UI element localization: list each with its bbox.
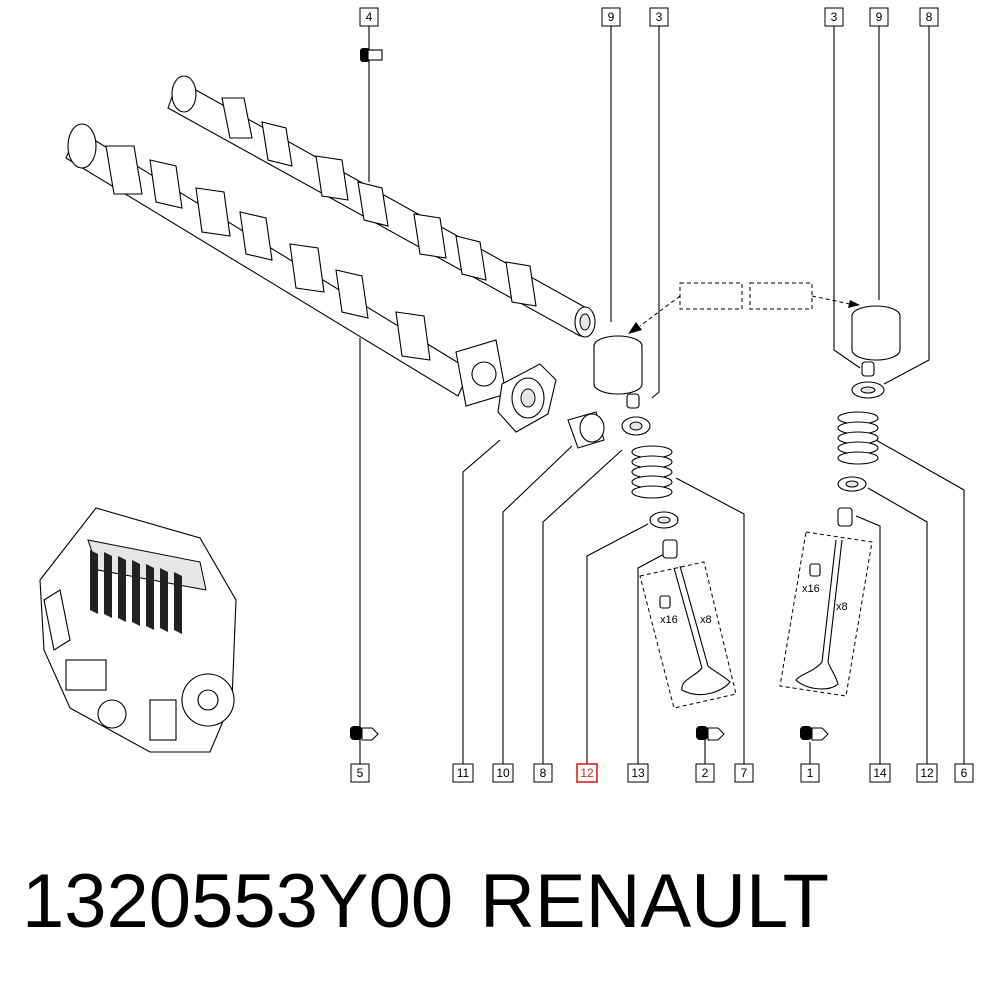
callout-bot-10: 10 <box>492 763 514 783</box>
svg-text:9: 9 <box>608 10 615 24</box>
svg-text:3: 3 <box>656 10 663 24</box>
callout-bot-14: 14 <box>869 763 891 783</box>
camshaft-bolt <box>567 411 605 449</box>
svg-text:12: 12 <box>580 766 594 780</box>
svg-text:5: 5 <box>357 766 364 780</box>
callout-top-8: 8 <box>919 7 939 27</box>
callout-bot-12-highlighted[interactable]: 12 <box>576 763 598 783</box>
brand-caption: RENAULT <box>480 859 830 944</box>
svg-text:1: 1 <box>807 766 814 780</box>
plug-left <box>350 726 379 741</box>
cam-lobes-upper <box>221 97 537 307</box>
callout-bot-1: 1 <box>800 763 820 783</box>
callout-top-9b: 9 <box>869 7 889 27</box>
svg-text:11: 11 <box>457 766 470 780</box>
left-valve-group: x16 x8 <box>593 335 737 709</box>
svg-text:7: 7 <box>741 766 748 780</box>
svg-text:4: 4 <box>366 10 373 24</box>
svg-text:9: 9 <box>876 10 883 24</box>
qty-x16-right: x16 <box>802 583 820 595</box>
tappet-right <box>851 305 901 361</box>
plug-top <box>360 48 383 62</box>
callout-bot-6: 6 <box>954 763 974 783</box>
svg-text:3: 3 <box>831 10 838 24</box>
callout-bot-12b: 12 <box>916 763 938 783</box>
valve-spring-right <box>837 411 879 465</box>
svg-text:10: 10 <box>496 766 510 780</box>
leader-lines <box>359 26 965 764</box>
svg-text:13: 13 <box>631 766 645 780</box>
valve-spring-left <box>631 445 673 499</box>
callout-bot-11: 11 <box>452 763 474 783</box>
qty-x8-right: x8 <box>836 601 848 613</box>
svg-text:8: 8 <box>926 10 933 24</box>
tappet-left <box>593 335 643 395</box>
svg-text:8: 8 <box>540 766 547 780</box>
callout-top-3a: 3 <box>649 7 669 27</box>
callout-top-9a: 9 <box>601 7 621 27</box>
plug-middle <box>696 726 725 741</box>
right-valve-group: x16 x8 <box>779 305 901 697</box>
callout-bot-7: 7 <box>734 763 754 783</box>
callout-top-3b: 3 <box>824 7 844 27</box>
cam-lobes-lower <box>105 145 431 361</box>
svg-text:2: 2 <box>702 766 709 780</box>
target-wheel <box>497 363 557 433</box>
qty-x16-left: x16 <box>660 614 678 626</box>
part-number-caption: 1320553Y00 <box>22 859 454 944</box>
svg-text:14: 14 <box>873 766 887 780</box>
svg-text:12: 12 <box>920 766 934 780</box>
callout-bot-8: 8 <box>533 763 553 783</box>
svg-text:6: 6 <box>961 766 968 780</box>
callout-top-4: 4 <box>359 7 379 27</box>
callout-bot-2: 2 <box>695 763 715 783</box>
exhaust-camshaft <box>65 123 507 407</box>
callout-bot-5: 5 <box>350 763 370 783</box>
engine-thumbnail <box>39 507 237 753</box>
intake-camshaft <box>167 75 596 338</box>
qty-x8-left: x8 <box>700 614 712 626</box>
plug-right <box>800 726 829 741</box>
callout-bot-13: 13 <box>627 763 649 783</box>
